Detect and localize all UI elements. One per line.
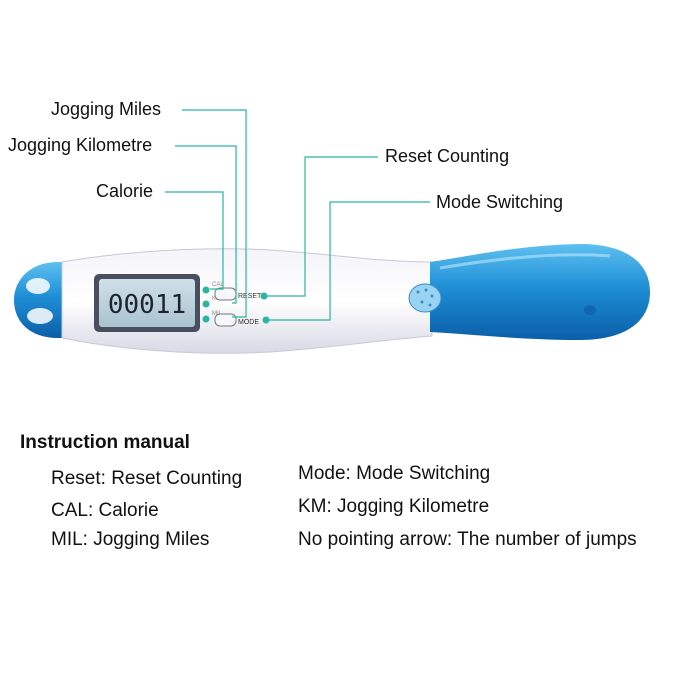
cal-dot xyxy=(202,286,210,294)
blue-handle xyxy=(408,244,650,340)
lcd-display: 00011 xyxy=(94,274,200,332)
callout-lines xyxy=(165,109,430,324)
callout-line-calorie xyxy=(165,191,224,290)
callout-line-reset xyxy=(264,156,378,297)
manual-title: Instruction manual xyxy=(20,432,190,453)
mode-button-label: MODE xyxy=(238,319,259,326)
mode-button[interactable]: MODE xyxy=(214,313,259,327)
callout-jogging-miles: Jogging Miles xyxy=(51,99,162,119)
reset-button[interactable]: RESET xyxy=(214,287,262,301)
callout-mode-switching: Mode Switching xyxy=(436,192,564,212)
mil-dot xyxy=(202,315,210,323)
callout-line-miles xyxy=(182,109,247,318)
manual-item-reset: Reset: Reset Counting xyxy=(51,468,243,489)
lcd-value: 00011 xyxy=(108,290,186,320)
manual-item-cal: CAL: Calorie xyxy=(51,500,159,521)
callout-reset-counting: Reset Counting xyxy=(385,146,510,166)
indicator-mil: MIL xyxy=(212,311,223,317)
manual-item-mode: Mode: Mode Switching xyxy=(298,463,491,484)
callout-calorie: Calorie xyxy=(96,181,154,201)
reset-button-label: RESET xyxy=(238,293,262,300)
callout-jogging-kilometre: Jogging Kilometre xyxy=(8,135,153,155)
callout-line-mode xyxy=(266,201,430,321)
left-end-cap xyxy=(14,262,64,338)
manual-item-no-arrow: No pointing arrow: The number of jumps xyxy=(298,529,637,550)
indicator-cal: CAL xyxy=(212,282,224,288)
km-dot xyxy=(202,300,210,308)
manual-item-km: KM: Jogging Kilometre xyxy=(298,496,490,517)
callout-line-km xyxy=(175,145,237,304)
manual-item-mil: MIL: Jogging Miles xyxy=(51,529,210,550)
